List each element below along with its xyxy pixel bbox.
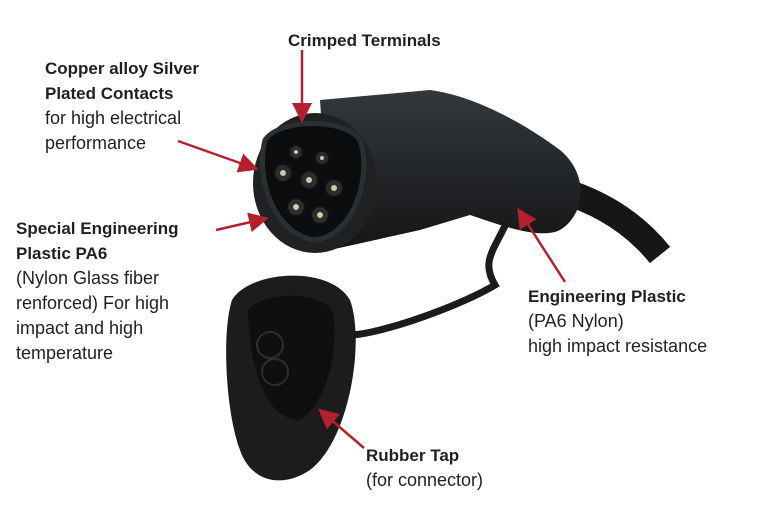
label-contacts: Copper alloy Silver Plated Contacts for …	[45, 56, 199, 156]
label-desc: performance	[45, 133, 147, 153]
label-crimped-terminals: Crimped Terminals	[288, 28, 441, 53]
label-special-plastic: Special Engineering Plastic PA6 (Nylon G…	[16, 216, 179, 366]
label-desc: temperature	[16, 343, 114, 363]
label-desc: (PA6 Nylon)	[528, 311, 624, 331]
label-title: Engineering Plastic	[528, 287, 686, 306]
callout-arrows	[177, 50, 567, 449]
label-title: Copper alloy Silver	[45, 59, 199, 78]
arrow-engineering	[517, 207, 567, 283]
label-desc: for high electrical	[45, 108, 182, 128]
arrow-special	[215, 212, 269, 233]
label-desc: (for connector)	[366, 470, 484, 490]
arrow-contacts	[177, 139, 259, 173]
label-engineering-plastic: Engineering Plastic (PA6 Nylon) high imp…	[528, 284, 707, 359]
label-title: Rubber Tap	[366, 446, 460, 465]
label-title: Plated Contacts	[45, 84, 174, 103]
label-desc: impact and high	[16, 318, 144, 338]
label-desc: high impact resistance	[528, 336, 708, 356]
label-title: Crimped Terminals	[288, 31, 441, 50]
connector-handle	[320, 90, 581, 250]
label-desc: (Nylon Glass fiber	[16, 268, 160, 288]
label-title: Plastic PA6	[16, 244, 108, 263]
arrow-rubber	[318, 408, 365, 449]
label-desc: renforced) For high	[16, 293, 170, 313]
label-rubber-tap: Rubber Tap (for connector)	[366, 443, 483, 493]
label-title: Special Engineering	[16, 219, 179, 238]
